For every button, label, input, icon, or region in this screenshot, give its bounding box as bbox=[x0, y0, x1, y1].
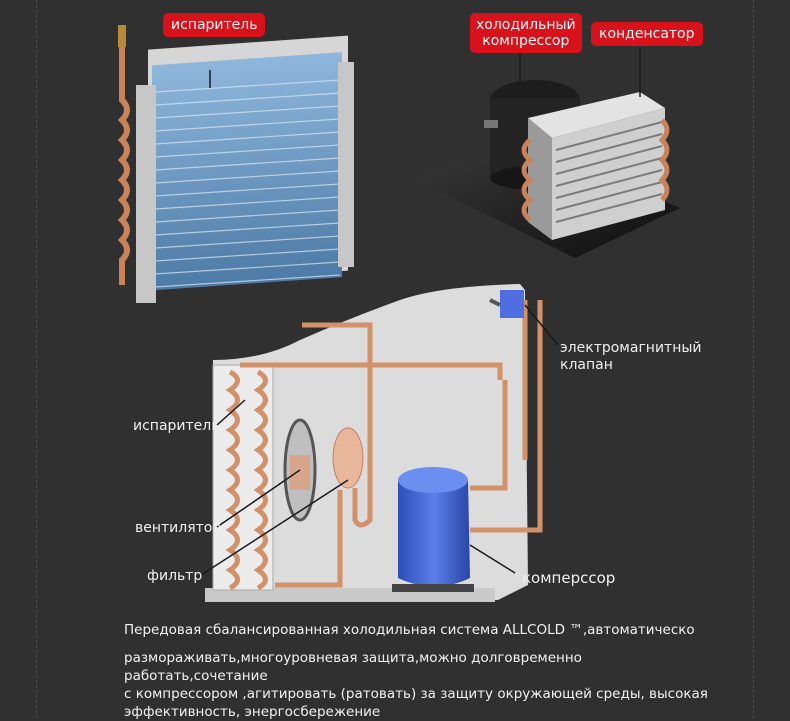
leader-lines bbox=[197, 45, 641, 578]
caption-line-4: эффективность, энергосбережение bbox=[124, 704, 381, 720]
evaporator-photo bbox=[117, 25, 354, 303]
fan-label: вентилятор bbox=[135, 520, 222, 536]
compressor-top-tag-line1: холодильный bbox=[476, 17, 576, 33]
evaporator-side-label: испаритель bbox=[133, 418, 220, 434]
caption-line-2: размораживать,многоуровневая защита,можн… bbox=[124, 650, 582, 684]
description-caption: Передовая сбалансированная холодильная с… bbox=[124, 621, 724, 721]
condenser-top-tag: конденсатор bbox=[591, 22, 703, 46]
page-frame bbox=[36, 0, 754, 718]
solenoid-label-line1: электромагнитный bbox=[560, 340, 702, 356]
refrigeration-schematic bbox=[205, 284, 543, 602]
compressor-side-label: комперссор bbox=[522, 569, 616, 587]
solenoid-label-line2: клапан bbox=[560, 357, 613, 373]
caption-line-3: с компрессором ,агитировать (ратовать) з… bbox=[124, 686, 708, 702]
condensing-unit-photo bbox=[412, 80, 680, 258]
filter-label: фильтр bbox=[147, 568, 203, 584]
caption-line-1: Передовая сбалансированная холодильная с… bbox=[124, 622, 695, 638]
compressor-top-tag: холодильный компрессор bbox=[470, 13, 582, 53]
compressor-top-tag-line2: компрессор bbox=[482, 33, 570, 49]
evaporator-top-tag: испаритель bbox=[163, 13, 266, 37]
